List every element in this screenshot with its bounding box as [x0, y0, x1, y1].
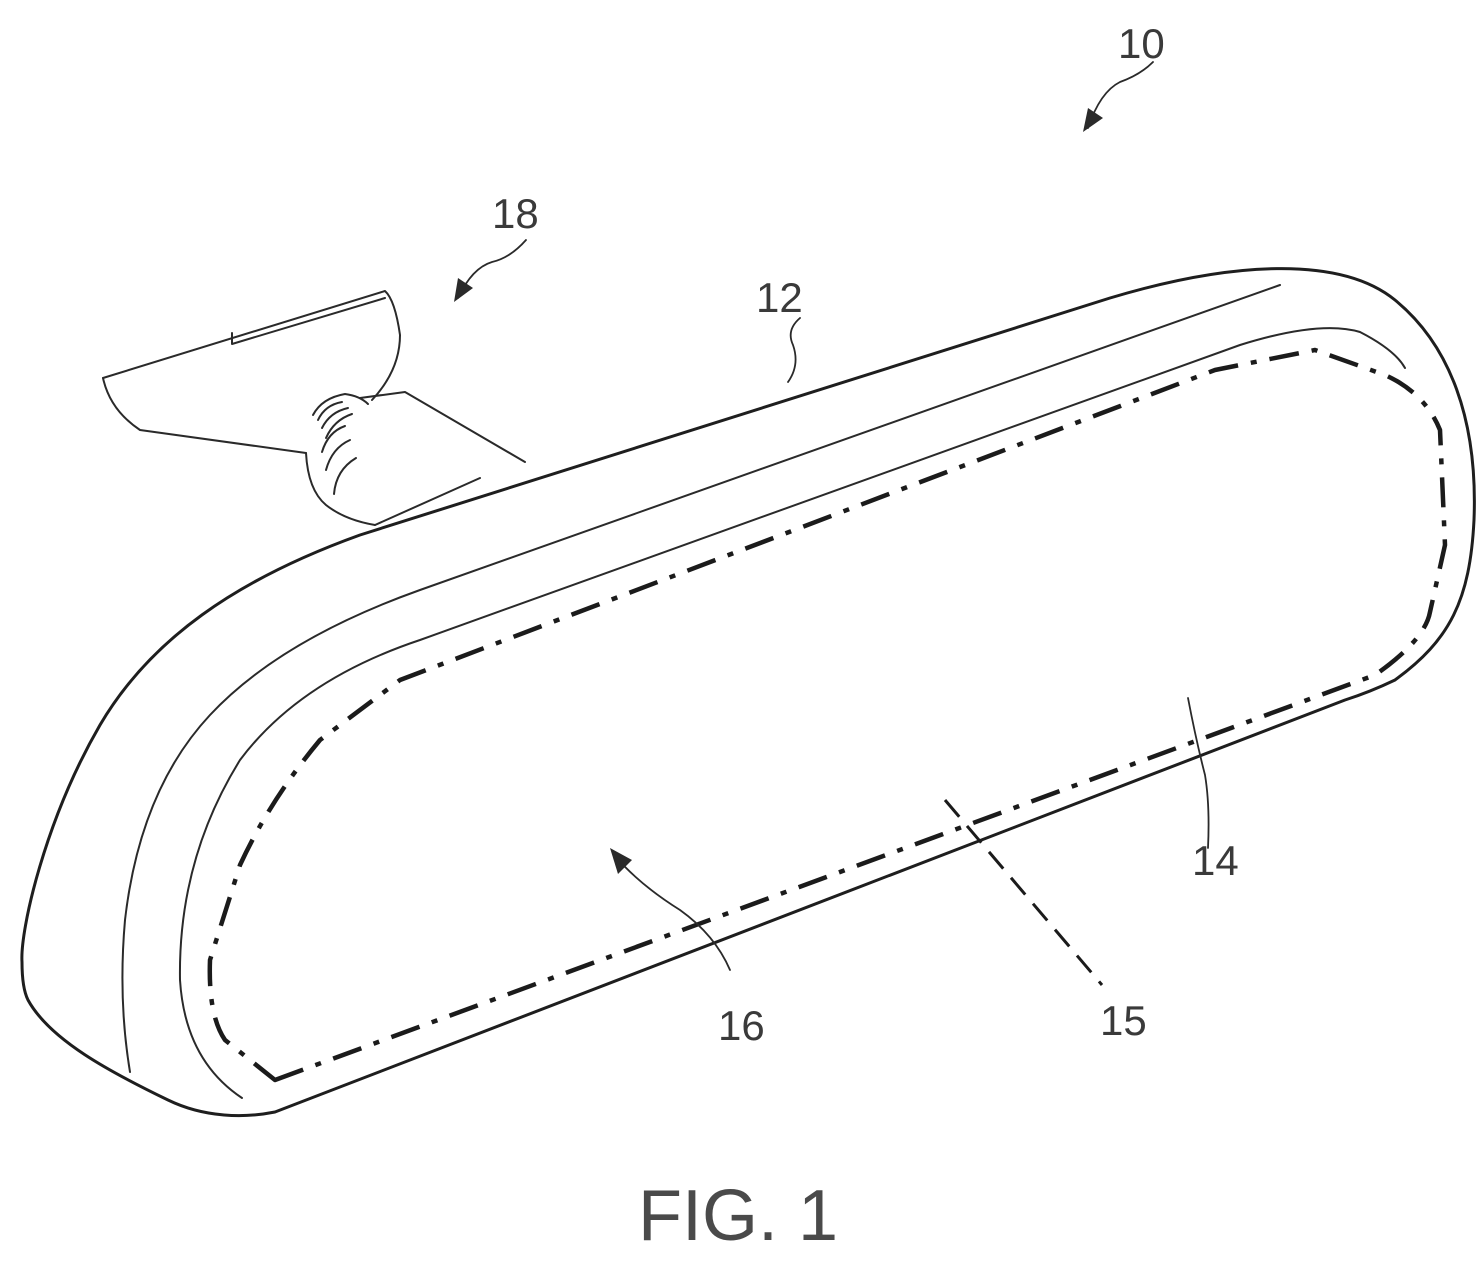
label-10: 10	[1118, 20, 1165, 67]
reflective-element-boundary	[210, 350, 1445, 1080]
label-15: 15	[1100, 997, 1147, 1044]
figure-caption: FIG. 1	[638, 1176, 838, 1256]
region-15-dashed-line	[945, 800, 1102, 985]
leader-12	[788, 318, 800, 382]
leader-16	[615, 856, 730, 970]
mirror-mount	[103, 291, 525, 525]
label-18: 18	[492, 190, 539, 237]
leader-14	[1188, 698, 1209, 848]
label-16: 16	[718, 1002, 765, 1049]
reference-labels: 10 18 12 14 15 16	[492, 20, 1239, 1049]
label-12: 12	[756, 274, 803, 321]
leader-lines	[458, 62, 1209, 970]
label-14: 14	[1192, 837, 1239, 884]
arrowheads	[454, 108, 1103, 874]
arrowhead-18	[454, 278, 473, 302]
arrowhead-10	[1083, 108, 1103, 132]
mirror-housing	[22, 269, 1474, 1116]
